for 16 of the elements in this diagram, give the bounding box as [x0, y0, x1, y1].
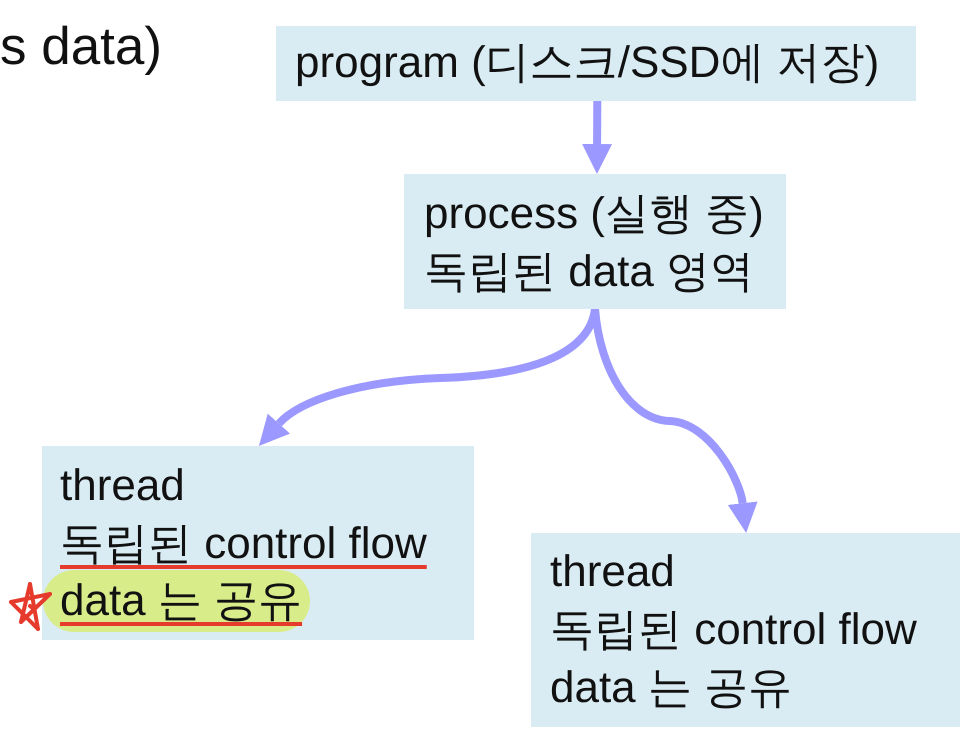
box-text: data 는 공유 [550, 667, 792, 709]
box-text: 독립된 control flow [550, 609, 917, 651]
arrow [582, 100, 612, 174]
cut-off-text: s data) [0, 20, 162, 73]
text-box [531, 533, 960, 727]
text-box [276, 26, 916, 101]
curved-arrow [591, 308, 758, 533]
box-text: thread [550, 551, 675, 593]
highlighted-text: data 는 공유 [43, 570, 310, 632]
underlined-text: 독립된 control flow [60, 523, 427, 565]
box-text: program (디스크/SSD에 저장) [295, 42, 880, 84]
text-box [42, 446, 474, 640]
box-text: process (실행 중) [424, 193, 764, 235]
box-text: 독립된 data 영역 [424, 251, 754, 293]
text-box [404, 174, 786, 309]
box-text: thread [60, 465, 185, 507]
